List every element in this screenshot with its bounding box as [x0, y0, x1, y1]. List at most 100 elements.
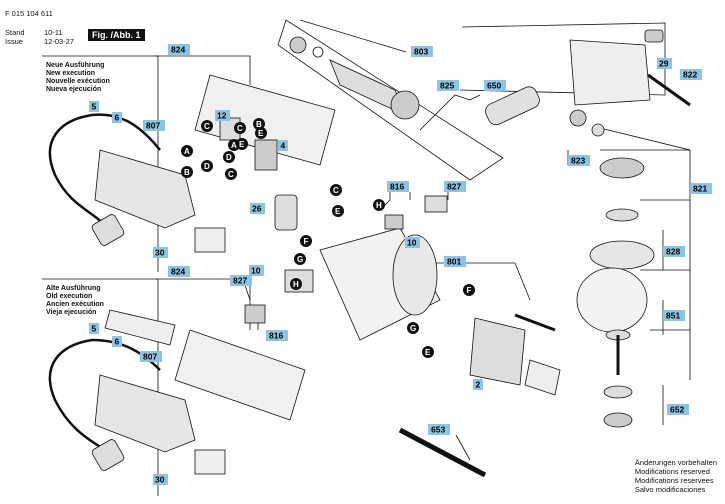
marker-c1: [201, 120, 213, 132]
box-825: [437, 80, 459, 91]
frame-824b-line: [155, 278, 251, 330]
old-execution-line-4: Vieja ejecución: [46, 309, 97, 316]
label-5a: 5: [92, 102, 97, 112]
label-10a: 10: [407, 238, 417, 248]
label-6a: 6: [115, 113, 120, 123]
stator: [469, 317, 526, 386]
power-cable-new-2: [91, 113, 161, 151]
handle-housing-old: [94, 374, 196, 453]
modifications-line-4: Salvo modificaciones: [634, 485, 706, 494]
new-execution-line-1: Neue Ausführung: [46, 62, 105, 69]
marker-f1: [300, 235, 312, 247]
marker-e1: [236, 138, 248, 150]
box-807a: [143, 120, 165, 131]
letter-c4: C: [333, 186, 339, 195]
marker-a1: [181, 145, 193, 157]
box-816b: [266, 330, 288, 341]
marker-d1: [201, 160, 213, 172]
modifications-line-3: Modifications reservees: [634, 476, 714, 485]
box-807b: [140, 351, 162, 362]
bearing-823: [569, 109, 587, 127]
label-6b: 6: [115, 337, 120, 347]
marker-e4: [422, 346, 434, 358]
label-29: 29: [659, 59, 669, 69]
bearing-flange: [589, 240, 655, 270]
frame-armature: [277, 19, 504, 181]
marker-b1: [181, 166, 193, 178]
letter-h2: H: [293, 280, 299, 289]
box-2: [473, 379, 483, 390]
box-653: [428, 424, 450, 435]
side-handle: [485, 86, 540, 126]
box-652: [667, 404, 689, 415]
letter-b1: B: [184, 168, 190, 177]
label-824b: 824: [171, 267, 185, 277]
box-12: [215, 110, 230, 121]
plate-827b: [244, 304, 266, 324]
box-851: [663, 310, 685, 321]
stator-ring: [524, 359, 561, 396]
old-execution-line-1: Alte Ausführung: [46, 285, 101, 292]
cover-plate-old: [104, 309, 176, 346]
label-816b: 816: [269, 331, 283, 341]
box-803: [411, 46, 433, 57]
bearing-821: [605, 208, 639, 222]
cable-clamp-old: [194, 449, 226, 475]
box-824a: [168, 44, 190, 55]
box-801: [444, 256, 466, 267]
box-828: [663, 246, 685, 257]
letter-b2: B: [256, 120, 262, 129]
gear-small: [591, 123, 605, 137]
label-801: 801: [447, 257, 461, 267]
brush-cover: [424, 195, 448, 213]
box-26: [250, 203, 265, 214]
old-execution-line-2: Old execution: [46, 293, 93, 300]
letter-g1: G: [297, 255, 303, 264]
label-827b: 827: [233, 276, 247, 286]
marker-h1: [373, 199, 385, 211]
issue-value: 12-03-27: [44, 37, 75, 46]
box-827b: [230, 275, 252, 286]
marker-g2: [407, 322, 419, 334]
label-824a: 824: [171, 45, 185, 55]
bevel-gear: [599, 157, 645, 179]
box-4: [278, 140, 288, 151]
label-851: 851: [666, 311, 680, 321]
box-6b: [112, 336, 122, 347]
letter-e3: E: [258, 129, 264, 138]
handle-housing-new: [94, 149, 196, 229]
marker-g1: [294, 253, 306, 265]
marker-h2: [290, 278, 302, 290]
doc-number: F 015 104 611: [5, 9, 53, 18]
fan: [390, 90, 420, 120]
letter-f1: F: [304, 237, 309, 246]
new-execution-line-2: New execution: [46, 70, 96, 77]
box-816a: [387, 181, 409, 192]
bearing-top: [289, 36, 307, 54]
stand-label: Stand: [5, 28, 25, 37]
letter-e4: E: [425, 348, 431, 357]
box-10b: [249, 265, 264, 276]
spindle-lock-button: [644, 29, 664, 43]
marker-c3: [225, 168, 237, 180]
new-execution-line-3: Nouvelle exécution: [46, 78, 110, 85]
label-825: 825: [440, 81, 454, 91]
marker-b2: [253, 118, 265, 130]
label-803: 803: [414, 47, 428, 57]
clamping-nut: [603, 412, 633, 428]
letter-g2: G: [410, 324, 416, 333]
label-10b: 10: [251, 266, 261, 276]
washer-top: [312, 46, 324, 58]
modifications-line-2: Modifications reserved: [634, 467, 710, 476]
electronic-module: [274, 194, 298, 231]
issue-label: Issue: [5, 37, 23, 46]
label-30b: 30: [155, 475, 165, 485]
modifications-note: Änderungen vorbehalten Modifications res…: [635, 458, 717, 494]
marker-d2: [223, 151, 235, 163]
modifications-line-1: Änderungen vorbehalten: [634, 458, 717, 467]
gear-head-cover: [569, 39, 651, 106]
label-828: 828: [666, 247, 680, 257]
leader-653: [455, 434, 471, 461]
box-827a: [444, 181, 466, 192]
